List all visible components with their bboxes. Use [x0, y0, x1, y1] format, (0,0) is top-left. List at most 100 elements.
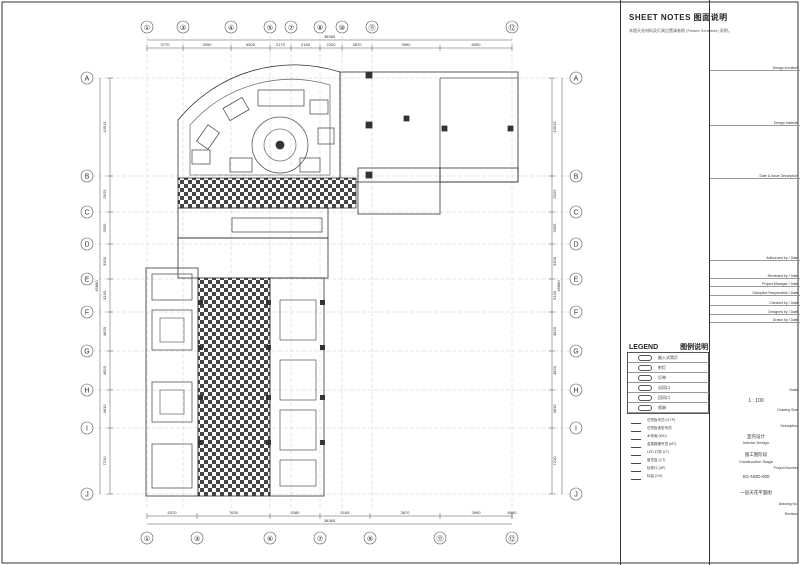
drawing-title: 一层天花平面图: [740, 490, 772, 495]
phase-cn: 施工图阶段: [744, 452, 768, 457]
dim-label: 8990: [472, 42, 482, 47]
title-block-row: Discipline Responsible / Date: [710, 291, 800, 296]
grid-label-row: I: [575, 426, 577, 433]
title-block-value: Checked by / Date: [769, 301, 798, 305]
title-block-row: Date & Issue Description: [710, 174, 800, 179]
dim-total: 38365: [324, 34, 336, 39]
grid-bubble: [190, 531, 204, 545]
grid-label-top: ⑫: [509, 24, 516, 32]
symbol-note: LED 灯带 (LT): [627, 450, 709, 458]
legend-text: 喷淋: [658, 405, 666, 410]
grid-bubble: [313, 531, 327, 545]
dim-label: 4820: [102, 326, 107, 336]
dim-label: 4810: [552, 404, 557, 414]
legend-row-sprinkler: 喷淋: [628, 403, 710, 413]
title-block-panel: SHEET NOTES 图面说明 本图天花材料及灯具位置请参照 (Fixture…: [620, 0, 800, 565]
symbol-note: 窗帘盒 (CT): [627, 458, 709, 466]
grid-label-bottom: ⑪: [437, 535, 444, 543]
dim-total: 45880: [556, 280, 561, 292]
title-block-row: Authorized by / Date: [710, 256, 800, 261]
title-block-value: Date & Issue Description: [759, 174, 798, 178]
title-block-value: Reviewed by / Date: [767, 274, 798, 278]
grid-label-top: ⑪: [369, 24, 376, 32]
grid-bubble: [569, 169, 583, 183]
grid-bubble: [80, 305, 94, 319]
legend-text: 射灯: [658, 365, 666, 370]
coffer-group: [191, 89, 335, 173]
grid-label-top: ③: [180, 24, 186, 32]
grid-label-bottom: ⑥: [267, 535, 273, 543]
central-rotunda: [251, 116, 309, 174]
legend-row-recessed-downlight: 嵌入式筒灯: [628, 353, 710, 363]
dim-label: 3305: [552, 223, 557, 233]
grid-label-row: B: [574, 174, 579, 181]
grid-bubble: [263, 20, 277, 34]
drawing-number-label: Drawing No.: [778, 502, 798, 506]
dim-label: 2170: [276, 42, 286, 47]
legend-row-spotlight: 射灯: [628, 363, 710, 373]
dim-label: 3990: [402, 42, 412, 47]
phase-label: Description: [780, 424, 798, 428]
dim-label: 2200: [327, 42, 337, 47]
legend-text: 出风口: [658, 385, 670, 390]
symbol-note: 检修口 (AP): [627, 466, 709, 474]
company-en: Interior Design: [742, 440, 769, 445]
grid-bubble: [284, 20, 298, 34]
grid-label-top: ⑧: [317, 24, 323, 32]
ceiling-grille-icon: [638, 385, 652, 391]
dim-total: 45880: [94, 280, 99, 292]
grid-label-row: H: [573, 388, 578, 395]
grid-label-row: H: [84, 388, 89, 395]
dim-label: 2180: [301, 42, 311, 47]
dim-label: 3140: [102, 290, 107, 300]
dim-label: 10915: [102, 121, 107, 133]
symbol-text: 检修口 (AP): [647, 466, 666, 470]
grid-bubble: [80, 71, 94, 85]
grid-bubble: [80, 169, 94, 183]
grid-label-row: J: [574, 492, 578, 499]
grid-label-row: E: [574, 277, 579, 284]
grid-label-row: D: [573, 242, 578, 249]
grid-bubble: [80, 344, 94, 358]
grid-bubble: [365, 20, 379, 34]
scale-label: Scale: [789, 388, 798, 392]
symbol-glyph-icon: [631, 443, 641, 448]
symbol-glyph-icon: [631, 419, 641, 424]
grid-bubble: [140, 531, 154, 545]
title-block-value: Discipline Responsible / Date: [752, 291, 798, 295]
grid-label-bottom: ⑨: [367, 536, 373, 543]
spotlight-icon: [638, 365, 652, 371]
grid-label-row: G: [84, 349, 89, 356]
symbol-text: 金属格栅吊顶 (MT): [647, 442, 677, 446]
symbol-text: 木饰面 (WD): [647, 434, 667, 438]
dim-label: 7210: [102, 456, 107, 466]
grid-bubble: [224, 20, 238, 34]
linear-light-icon: [638, 375, 652, 381]
title-block-value: Drawn by / Date: [772, 318, 798, 322]
dim-label: 4810: [102, 404, 107, 414]
grid-label-bottom: ⑫: [509, 535, 516, 543]
legend-text: 灯带: [658, 375, 666, 380]
dim-label: 3305: [102, 223, 107, 233]
symbol-glyph-icon: [631, 475, 641, 480]
grid-label-row: F: [574, 310, 578, 317]
symbol-text: 窗帘盒 (CT): [647, 458, 666, 462]
columns: [198, 300, 325, 445]
grid-bubble: [569, 344, 583, 358]
dim-label: 4820: [552, 365, 557, 375]
grid-label-row: A: [574, 76, 579, 83]
grid-label-row: C: [84, 210, 89, 217]
symbol-text: 石膏板造型吊顶: [647, 426, 672, 430]
sheet-notes-body: 本图天花材料及灯具位置请参照 (Fixture Schedule) 说明。: [629, 28, 732, 33]
dim-label: 3870: [353, 42, 363, 47]
grid-label-top: ⑩: [339, 24, 345, 32]
project-number: SG-NOD-000: [742, 474, 770, 479]
phase-en: Construction Stage: [738, 459, 774, 464]
legend-row-ceiling-grille: 出风口: [628, 383, 710, 393]
dim-label: 8990: [508, 510, 518, 515]
scale-value: 1 : 100: [748, 398, 764, 404]
grid-bubble: [569, 272, 583, 286]
floor-plan: [145, 64, 519, 497]
